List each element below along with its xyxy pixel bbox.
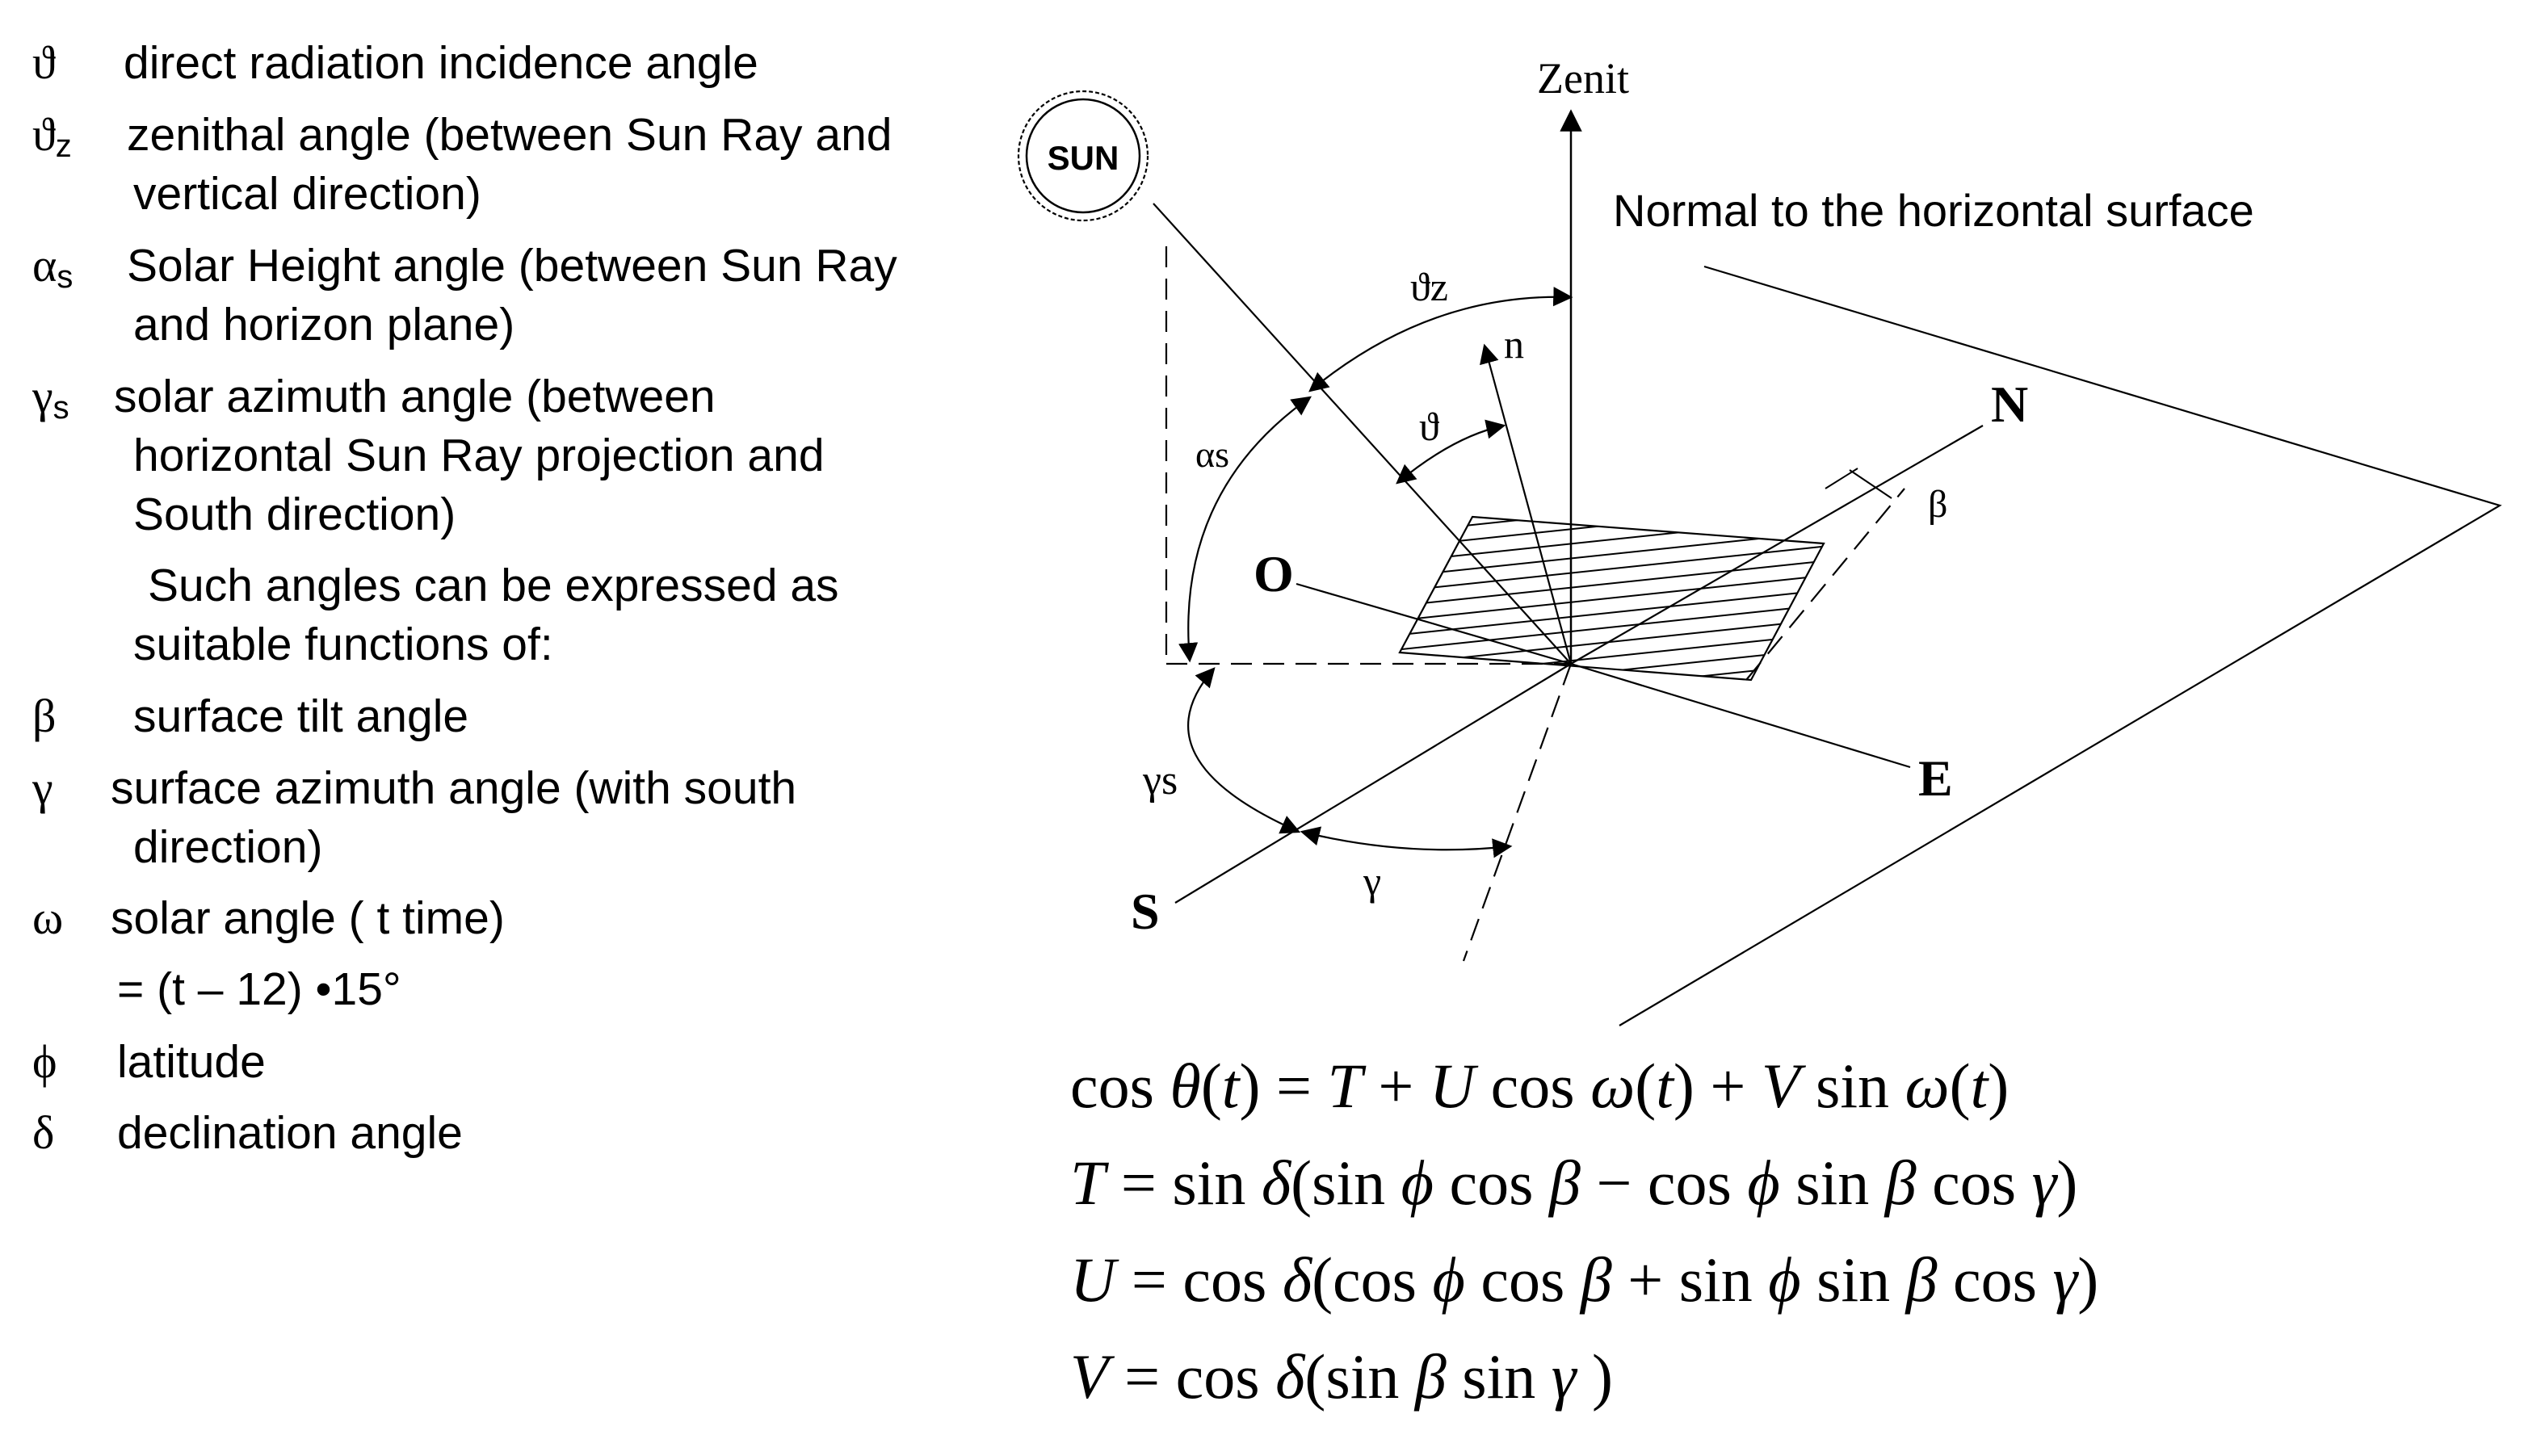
legend-symbol: β [32, 690, 57, 742]
surface-azimuth-arc [1300, 826, 1513, 858]
zenith-angle-label: ϑz [1410, 264, 1448, 309]
formula-cos-theta: cos θ(t) = T + U cos ω(t) + V sin ω(t) [1070, 1051, 2010, 1121]
legend-text: surface azimuth angle (with south [111, 762, 797, 814]
legend-symbol: δ [32, 1106, 55, 1159]
solar-height-arc [1178, 396, 1312, 663]
incidence-angle-label: ϑ [1419, 404, 1439, 449]
west-label: O [1254, 545, 1294, 602]
zenith-label: Zenit [1537, 54, 1629, 103]
formula-U: U = cos δ(cos ϕ cos β + sin ϕ sin β cos … [1070, 1244, 2099, 1315]
legend-text: zenithal angle (between Sun Ray and [127, 109, 892, 161]
horizontal-plane [1619, 265, 2502, 1026]
legend-text: direction) [133, 821, 323, 873]
sun-icon [1017, 90, 1149, 222]
legend-symbol: γs [32, 370, 69, 426]
legend-text: declination angle [117, 1107, 463, 1159]
tilt-reference-line [1745, 488, 1905, 681]
legend-text: = (t – 12) •15° [117, 963, 401, 1015]
legend-symbol: αs [32, 239, 73, 295]
east-label: E [1918, 749, 1953, 807]
east-axis [1570, 662, 1911, 769]
north-axis [1570, 425, 1984, 665]
surface-normal [1480, 343, 1573, 665]
formula-T: T = sin δ(sin ϕ cos β − cos ϕ sin β cos … [1070, 1148, 2078, 1218]
north-label: N [1991, 376, 2028, 433]
incidence-formulas: cos θ(t) = T + U cos ω(t) + V sin ω(t) T… [1070, 1050, 2282, 1437]
legend-text: Solar Height angle (between Sun Ray [127, 240, 897, 292]
solar-height-label: αs [1195, 434, 1229, 475]
legend-symbol: ϑz [32, 108, 72, 164]
legend-symbol: ϑ [32, 36, 56, 89]
formula-V: V = cos δ(sin β sin γ ) [1070, 1341, 1614, 1412]
tilt-tick [1849, 469, 1892, 499]
solar-geometry-diagram: SUN Zenit Normal to the horizontal surfa… [1017, 54, 2502, 1026]
tilt-angle-label: β [1928, 483, 1947, 526]
tilted-surface [1398, 515, 1825, 682]
legend-text: latitude [117, 1036, 266, 1088]
legend-text: solar azimuth angle (between [114, 371, 716, 422]
zenith-angle-arc [1308, 287, 1573, 392]
west-axis [1296, 582, 1572, 665]
legend-symbol: γ [32, 762, 53, 814]
surface-azimuth-label: γ [1363, 858, 1381, 904]
south-label: S [1131, 883, 1160, 940]
incidence-angle-arc [1396, 419, 1506, 485]
legend-text: surface tilt angle [133, 690, 469, 742]
legend-text: and horizon plane) [133, 299, 515, 350]
legend-symbol: ω [32, 892, 64, 944]
legend-symbol: ϕ [32, 1035, 57, 1088]
legend-text: horizontal Sun Ray projection and [133, 430, 825, 481]
legend-text: Such angles can be expressed as [148, 560, 839, 611]
tilt-tick [1825, 468, 1858, 489]
legend-text: vertical direction) [133, 168, 481, 220]
south-axis [1174, 663, 1572, 904]
legend-text: direct radiation incidence angle [124, 37, 758, 89]
legend-text: suitable functions of: [133, 619, 553, 670]
legend-text: South direction) [133, 489, 456, 540]
surface-azimuth-line [1462, 663, 1573, 962]
legend-text: solar angle ( t time) [111, 892, 505, 944]
sun-label: SUN [1048, 139, 1119, 177]
solar-azimuth-label: γs [1142, 757, 1178, 804]
symbol-legend: ϑ direct radiation incidence angle ϑz ze… [0, 0, 1010, 1211]
normal-label: Normal to the horizontal surface [1613, 185, 2254, 236]
normal-n-label: n [1504, 321, 1524, 367]
solar-azimuth-arc [1187, 667, 1301, 834]
